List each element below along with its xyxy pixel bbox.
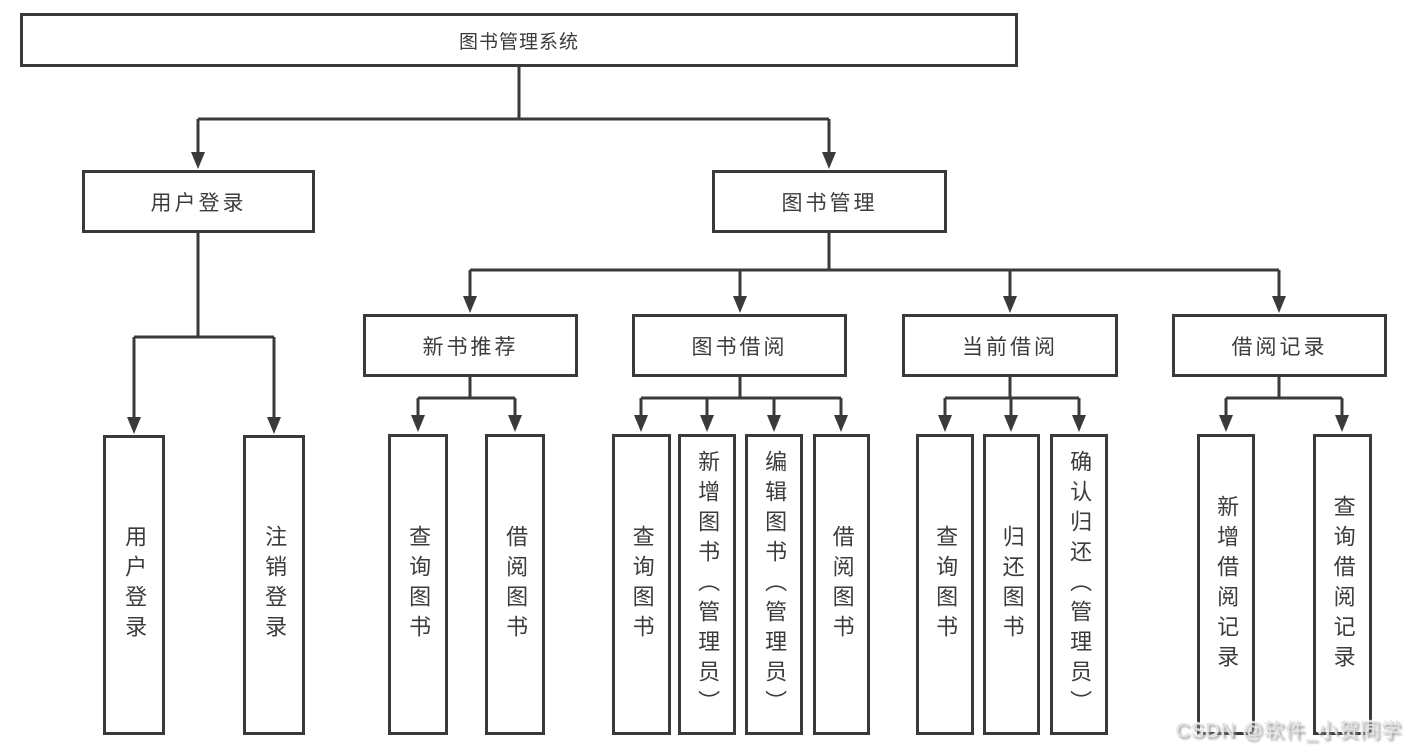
node-label: 归还图书 — [999, 524, 1025, 645]
connector-book-mgmt-children — [468, 233, 1281, 296]
node-label: 用户登录 — [150, 191, 247, 215]
node-label: 新增图书（管理员） — [695, 449, 721, 720]
connector-new-book-children — [416, 377, 517, 415]
connector-book-borrowing-children — [639, 377, 843, 415]
node-borrowing-records: 借阅记录 — [1172, 314, 1387, 377]
node-leaf-logout: 注销登录 — [243, 435, 305, 735]
node-label: 借阅图书 — [829, 524, 855, 645]
node-label: 查询图书 — [933, 524, 959, 645]
node-leaf-confirm-return-admin: 确认归还（管理员） — [1050, 434, 1108, 735]
node-leaf-edit-books-admin: 编辑图书（管理员） — [745, 434, 803, 735]
node-label: 查询借阅记录 — [1330, 494, 1356, 675]
node-label: 图书管理 — [781, 191, 878, 215]
node-label: 确认归还（管理员） — [1067, 449, 1093, 720]
node-library-management-system: 图书管理系统 — [20, 13, 1018, 67]
connector-borrow-records-children — [1224, 377, 1344, 415]
node-user-login: 用户登录 — [82, 170, 315, 233]
csdn-watermark: CSDN @软件_小贺同学 — [1175, 720, 1402, 742]
connector-user-login-children — [132, 233, 276, 417]
node-label: 查询图书 — [406, 524, 432, 645]
connector-root-to-level2 — [196, 67, 831, 152]
node-label: 新书推荐 — [422, 335, 519, 359]
node-label: 借阅图书 — [503, 524, 529, 645]
node-label: 编辑图书（管理员） — [762, 449, 788, 720]
arrowheads — [127, 152, 1349, 434]
node-label: 查询图书 — [629, 524, 655, 645]
node-label: 图书管理系统 — [458, 31, 579, 53]
node-leaf-query-borrow-record: 查询借阅记录 — [1313, 434, 1372, 735]
node-leaf-query-books-1: 查询图书 — [388, 434, 448, 735]
node-leaf-return-books: 归还图书 — [983, 434, 1040, 735]
node-leaf-user-login: 用户登录 — [103, 435, 165, 735]
node-label: 图书借阅 — [691, 335, 788, 359]
node-book-borrowing: 图书借阅 — [632, 314, 847, 377]
node-label: 用户登录 — [122, 525, 148, 645]
node-label: 当前借阅 — [962, 335, 1058, 359]
connector-current-borrowing-children — [943, 377, 1081, 415]
node-leaf-borrow-books-2: 借阅图书 — [813, 434, 870, 735]
node-leaf-borrow-books-1: 借阅图书 — [485, 434, 545, 735]
node-leaf-add-borrow-record: 新增借阅记录 — [1197, 434, 1255, 735]
node-label: 新增借阅记录 — [1214, 494, 1240, 675]
node-leaf-add-books-admin: 新增图书（管理员） — [678, 434, 736, 735]
node-label: 借阅记录 — [1231, 335, 1328, 359]
node-current-borrowing: 当前借阅 — [902, 314, 1118, 377]
node-label: 注销登录 — [262, 525, 288, 645]
node-leaf-query-books-3: 查询图书 — [916, 434, 974, 735]
node-leaf-query-books-2: 查询图书 — [612, 434, 671, 735]
node-new-book-recommend: 新书推荐 — [363, 314, 578, 377]
node-book-management: 图书管理 — [712, 170, 947, 233]
